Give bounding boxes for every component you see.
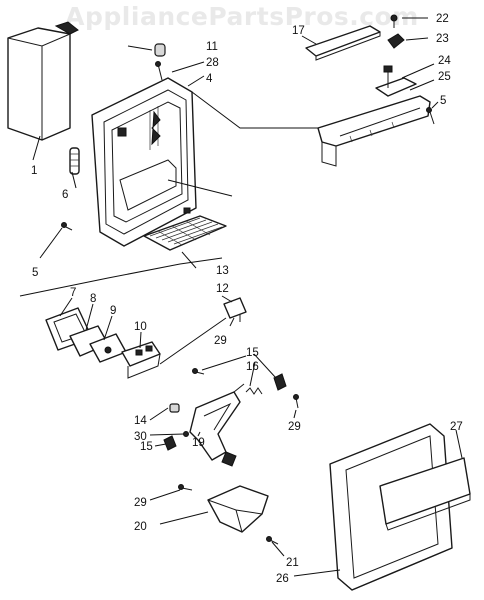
part-30-pin xyxy=(183,431,189,437)
label-part-25: 25 xyxy=(438,71,451,83)
label-part-7: 7 xyxy=(70,287,76,299)
part-22-screw xyxy=(390,14,398,28)
label-part-13: 13 xyxy=(216,265,229,277)
label-part-12: 12 xyxy=(216,283,229,295)
callout-labels: 1 4 5 5 6 7 8 9 10 11 12 13 14 15 15 16 … xyxy=(31,13,463,585)
label-part-6: 6 xyxy=(62,189,68,201)
part-17-cover-strip xyxy=(305,25,381,61)
label-part-29-middle: 29 xyxy=(214,335,227,347)
label-part-4: 4 xyxy=(206,73,213,85)
label-part-30: 30 xyxy=(134,431,147,443)
label-part-15-right: 15 xyxy=(246,347,259,359)
label-part-24: 24 xyxy=(438,55,451,67)
part-19-actuator-arm xyxy=(189,383,245,467)
label-part-15-left: 15 xyxy=(140,441,153,453)
part-24-bracket xyxy=(375,65,417,97)
part-1-insulation-cover xyxy=(7,21,79,141)
label-part-23: 23 xyxy=(436,33,449,45)
label-part-29-lower: 29 xyxy=(134,497,147,509)
part-16-spring xyxy=(245,387,263,395)
label-part-5-left: 5 xyxy=(32,267,38,279)
label-part-27: 27 xyxy=(450,421,463,433)
label-part-17: 17 xyxy=(292,25,305,37)
label-part-1: 1 xyxy=(31,165,37,177)
part-21-screw xyxy=(266,536,279,545)
part-29-screw-middle xyxy=(192,368,205,375)
part-28-pin xyxy=(155,61,163,81)
label-part-8: 8 xyxy=(90,293,96,305)
part-12-switch xyxy=(223,297,247,327)
part-15-clip-left xyxy=(163,435,177,451)
part-29-screw-right xyxy=(293,394,299,409)
part-5-screw-left xyxy=(61,222,73,231)
part-29-screw-lower xyxy=(178,484,193,491)
part-20-chute xyxy=(207,485,269,533)
part-25-actuator-lever xyxy=(317,95,431,167)
label-part-20: 20 xyxy=(134,521,147,533)
label-part-10: 10 xyxy=(134,321,147,333)
label-part-22: 22 xyxy=(436,13,449,25)
label-part-11: 11 xyxy=(206,41,218,53)
watermark: AppliancePartsPros.com xyxy=(65,2,419,31)
part-13-grille xyxy=(143,215,227,251)
label-part-28: 28 xyxy=(206,57,219,69)
label-part-5-right: 5 xyxy=(440,95,446,107)
part-10-switch-bracket xyxy=(121,341,161,379)
label-part-14: 14 xyxy=(134,415,147,427)
label-part-21: 21 xyxy=(286,557,299,569)
label-part-16: 16 xyxy=(246,361,259,373)
label-part-26: 26 xyxy=(276,573,289,585)
part-15-clip-right xyxy=(273,373,287,391)
part-23-clip xyxy=(387,33,405,49)
part-5-screw-right xyxy=(426,107,435,125)
part-27-label-panel xyxy=(379,457,471,531)
part-4-dispenser-housing xyxy=(91,77,197,247)
label-part-29-right: 29 xyxy=(288,421,301,433)
label-part-9: 9 xyxy=(110,305,116,317)
part-14-bushing xyxy=(169,403,180,413)
part-6-spring xyxy=(69,147,80,175)
label-part-19: 19 xyxy=(192,437,205,449)
part-11-bushing xyxy=(154,43,166,57)
